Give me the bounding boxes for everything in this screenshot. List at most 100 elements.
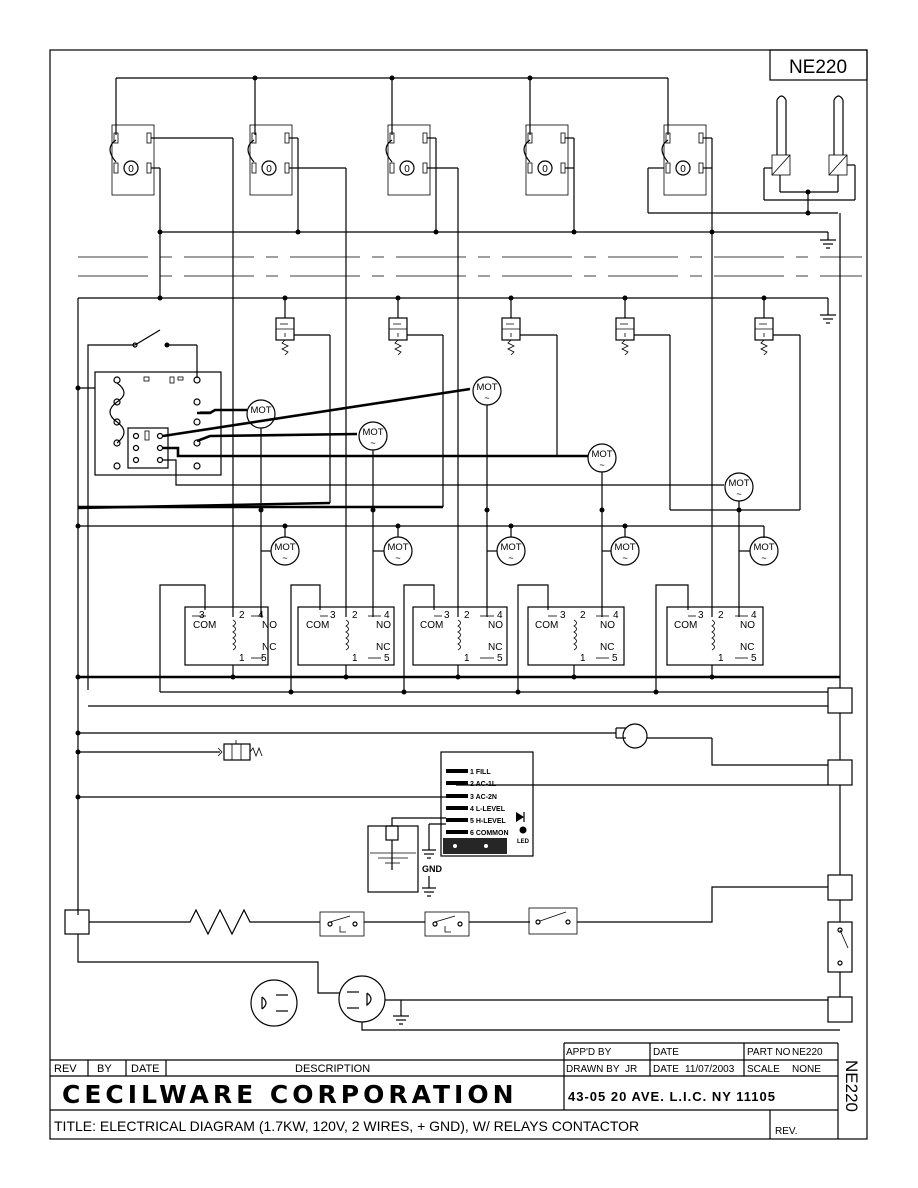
appd-by-label: APP'D BY bbox=[566, 1047, 612, 1058]
timer-control-box bbox=[75, 329, 222, 690]
section-break-lines bbox=[78, 256, 862, 277]
svg-text:0: 0 bbox=[542, 164, 548, 175]
relay-5: 3 COM 2 4 NO NC 1 5 bbox=[666, 606, 764, 666]
description-col-label: DESCRIPTION bbox=[295, 1063, 370, 1075]
led-label: LED bbox=[517, 839, 530, 845]
motor-label: MOT bbox=[476, 382, 497, 393]
svg-text:5: 5 bbox=[751, 653, 757, 664]
water-tank bbox=[367, 817, 446, 893]
svg-text:0: 0 bbox=[266, 164, 272, 175]
date-value-label: DATE bbox=[653, 1064, 679, 1075]
switch-5: 0 bbox=[661, 124, 707, 196]
svg-text:5: 5 bbox=[384, 653, 390, 664]
svg-text:0: 0 bbox=[680, 164, 686, 175]
power-section bbox=[77, 934, 840, 1031]
svg-text:5: 5 bbox=[497, 653, 503, 664]
title-block: APP'D BY DATE PART NO NE220 REV BY DATE … bbox=[50, 1042, 861, 1139]
relay-com-label: COM bbox=[420, 620, 443, 631]
terminal-label-4: 4 L-LEVEL bbox=[470, 806, 506, 813]
motor-ac-symbol: ~ bbox=[736, 489, 741, 499]
relay-nc-label: NC bbox=[376, 642, 390, 653]
rev-col-label: REV bbox=[54, 1063, 77, 1075]
power-plug bbox=[338, 975, 386, 1023]
motor-timer-5: MOT ~ bbox=[724, 472, 754, 617]
svg-text:5: 5 bbox=[612, 653, 618, 664]
motor-timer-1: MOT ~ bbox=[246, 399, 276, 617]
board-connector bbox=[443, 838, 507, 854]
svg-text:2: 2 bbox=[352, 610, 358, 621]
relay-no-label: NO bbox=[600, 620, 615, 631]
drawn-by-value: JR bbox=[625, 1064, 637, 1075]
ground-symbol-tank: GND bbox=[422, 823, 446, 897]
svg-text:4: 4 bbox=[613, 610, 619, 621]
svg-text:2: 2 bbox=[718, 610, 724, 621]
drawing-title: TITLE: ELECTRICAL DIAGRAM (1.7KW, 120V, … bbox=[54, 1118, 639, 1134]
motor-ac-symbol: ~ bbox=[395, 553, 400, 563]
motor-pump-3: MOT ~ bbox=[487, 526, 526, 566]
motor-pump-5: MOT ~ bbox=[739, 536, 779, 566]
motor-timer-3: MOT ~ bbox=[472, 376, 502, 617]
motor-ac-symbol: ~ bbox=[370, 438, 375, 448]
motor-pump-1: MOT ~ bbox=[261, 526, 300, 566]
svg-text:3: 3 bbox=[199, 610, 205, 621]
water-valve bbox=[217, 740, 263, 761]
part-no-value: NE220 bbox=[792, 1047, 823, 1058]
svg-text:4: 4 bbox=[258, 610, 264, 621]
solenoid-5 bbox=[754, 295, 801, 510]
pump-motor bbox=[615, 723, 828, 766]
motor-timer-4: MOT ~ bbox=[587, 443, 617, 617]
solenoid-2 bbox=[388, 295, 444, 507]
corner-part-number: NE220 bbox=[769, 49, 868, 81]
thermostat-2 bbox=[424, 911, 470, 937]
svg-text:0: 0 bbox=[128, 164, 134, 175]
relay-3: 3 COM 2 4 NO NC 1 5 bbox=[412, 606, 508, 666]
motor-label: MOT bbox=[250, 405, 271, 416]
scale-value: NONE bbox=[792, 1064, 821, 1075]
switch-4: 0 bbox=[523, 124, 569, 196]
svg-text:1: 1 bbox=[580, 653, 586, 664]
svg-text:4: 4 bbox=[751, 610, 757, 621]
terminal-label-3: 3 AC-2N bbox=[470, 794, 497, 801]
motor-label: MOT bbox=[591, 449, 612, 460]
motor-section: MOT ~ MOT ~ MOT ~ MOT ~ MOT ~ bbox=[75, 295, 836, 915]
motor-ac-symbol: ~ bbox=[258, 416, 263, 426]
motor-label: MOT bbox=[500, 542, 521, 553]
date-label: DATE bbox=[653, 1047, 679, 1058]
relay-com-label: COM bbox=[306, 620, 329, 631]
relay-4: 3 COM 2 4 NO NC 1 5 bbox=[527, 606, 625, 666]
motor-ac-symbol: ~ bbox=[622, 553, 627, 563]
relay-2: 3 COM 2 4 NO NC 1 5 bbox=[297, 606, 395, 666]
svg-text:1: 1 bbox=[718, 653, 724, 664]
switch-1: 0 bbox=[109, 124, 155, 196]
svg-text:2: 2 bbox=[239, 610, 245, 621]
solenoid-3 bbox=[501, 295, 558, 456]
motor-label: MOT bbox=[387, 542, 408, 553]
motor-label: MOT bbox=[753, 542, 774, 553]
svg-text:5: 5 bbox=[261, 653, 267, 664]
motor-label: MOT bbox=[274, 542, 295, 553]
relay-no-label: NO bbox=[262, 620, 277, 631]
switch-3: 0 bbox=[385, 124, 431, 196]
part-no-label: PART NO bbox=[747, 1047, 791, 1058]
switch-2: 0 bbox=[247, 124, 293, 196]
svg-text:3: 3 bbox=[698, 610, 704, 621]
thermostat-1 bbox=[319, 911, 365, 937]
heater-circuit bbox=[64, 886, 828, 937]
terminal-label-6: 6 COMMON bbox=[470, 830, 509, 837]
relay-nc-label: NC bbox=[262, 642, 276, 653]
company-address: 43-05 20 AVE. L.I.C. NY 11105 bbox=[568, 1089, 776, 1104]
motor-timer-2: MOT ~ bbox=[358, 421, 388, 617]
date-col-label: DATE bbox=[131, 1063, 160, 1075]
svg-text:2: 2 bbox=[580, 610, 586, 621]
relay-com-label: COM bbox=[535, 620, 558, 631]
motor-label: MOT bbox=[614, 542, 635, 553]
relay-1: 3 COM 2 4 NO NC 1 5 bbox=[184, 606, 277, 666]
lower-circuits: 1 FILL 2 AC-1L 3 AC-2N 4 L-LEVEL 5 H-LEV… bbox=[75, 723, 828, 897]
svg-text:1: 1 bbox=[464, 653, 470, 664]
drawing-border bbox=[49, 49, 868, 1140]
relay-nc-label: NC bbox=[488, 642, 502, 653]
ground-symbol-top bbox=[820, 232, 836, 249]
drawn-by-label: DRAWN BY bbox=[566, 1064, 620, 1075]
svg-text:3: 3 bbox=[330, 610, 336, 621]
